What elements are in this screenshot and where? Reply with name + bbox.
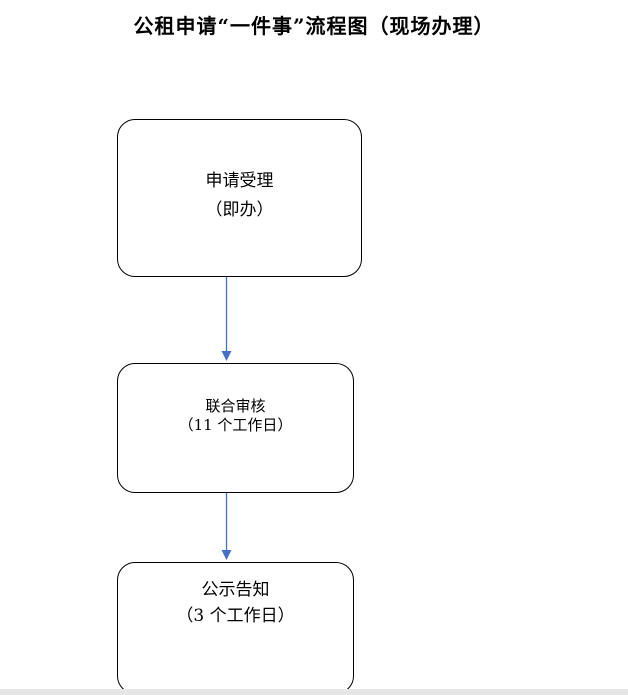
page-bottom-edge <box>0 689 628 695</box>
flow-step-application-label: 申请受理 <box>205 171 274 191</box>
flow-step-joint-review-label: 联合审核 <box>205 397 266 415</box>
page-title: 公租申请“一件事”流程图（现场办理） <box>133 14 495 38</box>
flow-step-public-notice: 公示告知 （3 个工作日） <box>117 562 354 694</box>
flow-step-public-notice-label: 公示告知 <box>201 580 270 600</box>
flow-step-joint-review-duration: （11 个工作日） <box>178 416 293 434</box>
flow-step-joint-review: 联合审核 （11 个工作日） <box>117 363 354 493</box>
flow-step-public-notice-duration: （3 个工作日） <box>176 606 295 626</box>
flow-step-application-duration: （即办） <box>205 200 274 220</box>
flow-step-application: 申请受理 （即办） <box>117 119 362 277</box>
